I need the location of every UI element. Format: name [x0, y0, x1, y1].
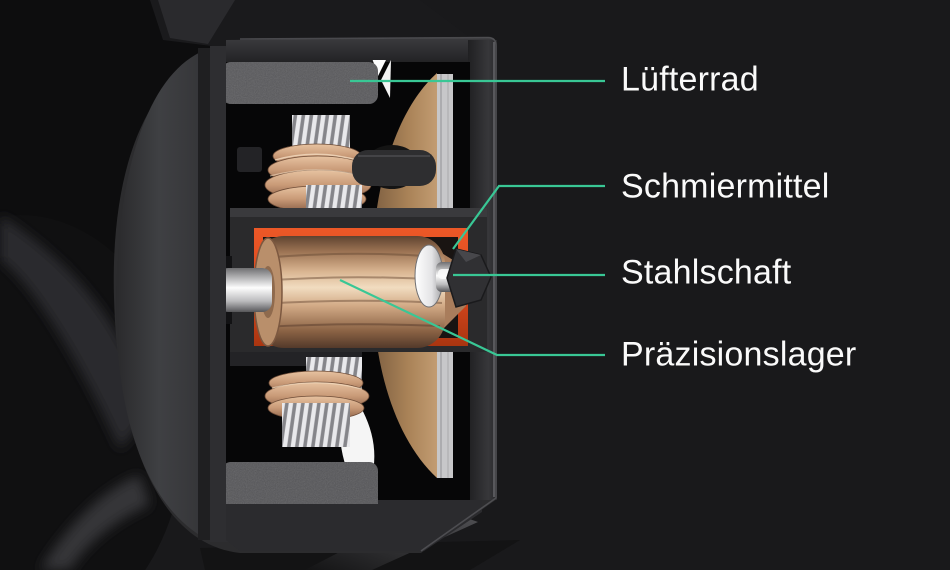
impeller-rim-top	[226, 62, 378, 104]
stator-pole-block	[237, 147, 262, 172]
bearing-assembly	[226, 208, 492, 366]
bearing-housing-bevel	[230, 208, 487, 217]
leader-lines	[339, 79, 605, 357]
highlight-top	[372, 60, 386, 76]
label-schmiermittel: Schmiermittel	[621, 167, 830, 206]
label-stahlschaft: Stahlschaft	[621, 253, 792, 292]
highlight-top2	[381, 60, 391, 98]
frame-crevice	[198, 48, 212, 540]
lamination-stack-bottom-b	[282, 403, 350, 447]
frame-rounded-corner	[115, 50, 212, 539]
impeller-rim-bottom	[226, 462, 378, 504]
frame-top-bar	[226, 38, 497, 62]
frame-left-column	[210, 46, 228, 542]
label-praezisionslager: Präzisionslager	[621, 335, 857, 374]
rotor-shaft-dark	[352, 150, 436, 186]
bearing-rotor	[253, 236, 445, 348]
leader-line-praezisionslager	[339, 279, 605, 357]
label-luefterrad: Lüfterrad	[621, 60, 759, 99]
frame-bottom-bar	[226, 498, 482, 551]
hex-cap-facet	[456, 249, 481, 262]
frame-edge-highlight	[239, 36, 497, 552]
leader-line-schmiermittel	[452, 184, 605, 250]
steel-shaft-left	[226, 268, 272, 312]
stator-bottom	[264, 357, 370, 447]
stator-top	[264, 115, 372, 213]
